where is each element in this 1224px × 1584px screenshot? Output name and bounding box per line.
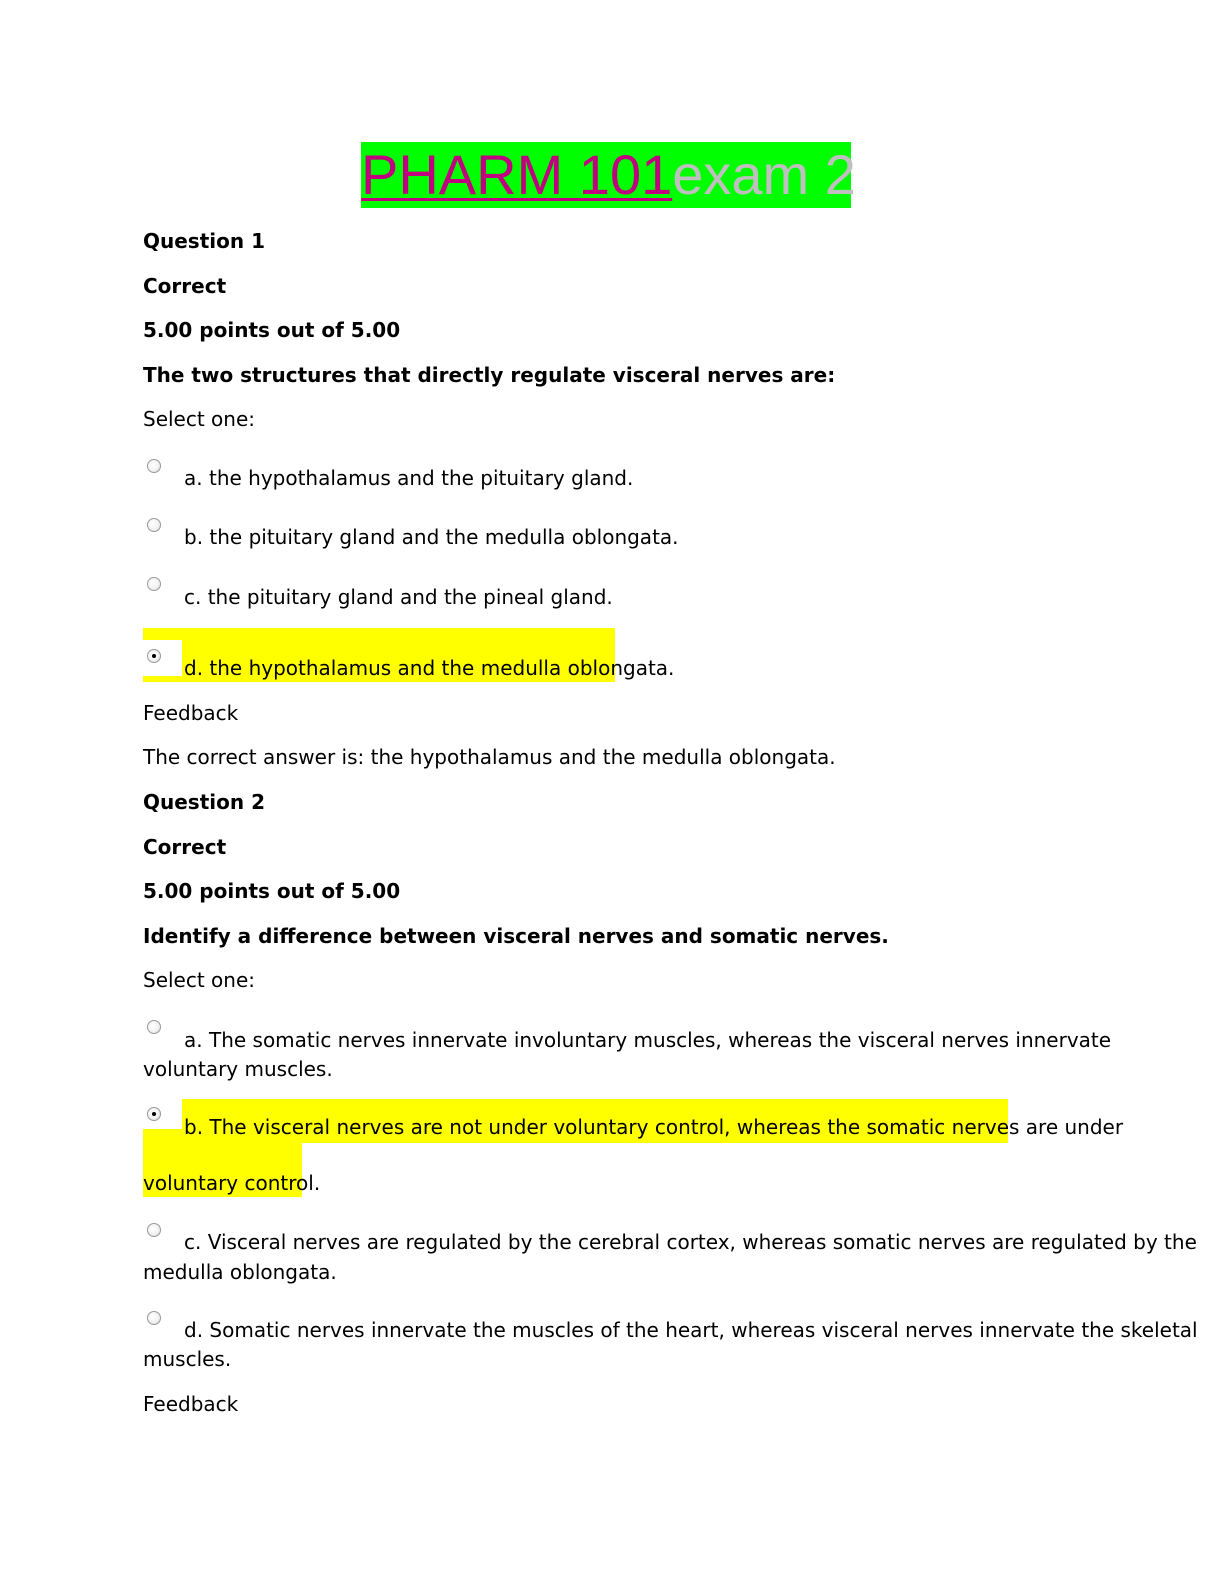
q1-option-b[interactable]: b. the pituitary gland and the medulla o… (184, 525, 679, 549)
q1-option-d-highlight (143, 628, 615, 682)
q1-status: Correct (143, 274, 227, 298)
q1-option-b-radio[interactable] (147, 518, 161, 532)
q2-option-d-line2[interactable]: muscles. (143, 1347, 232, 1371)
q2-option-a-line1[interactable]: a. The somatic nerves innervate involunt… (184, 1028, 1112, 1052)
q1-feedback-text: The correct answer is: the hypothalamus … (143, 745, 836, 769)
q1-option-a-radio[interactable] (147, 459, 161, 473)
q2-option-a-line2[interactable]: voluntary muscles. (143, 1057, 333, 1081)
q2-option-b-radio[interactable] (147, 1107, 161, 1121)
q1-option-c[interactable]: c. the pituitary gland and the pineal gl… (184, 585, 613, 609)
title-link[interactable]: PHARM 101 (361, 143, 673, 206)
q2-prompt: Identify a difference between visceral n… (143, 924, 889, 948)
title-subtitle: exam 2 (672, 143, 856, 206)
q1-option-c-radio[interactable] (147, 577, 161, 591)
q2-option-d-line1[interactable]: d. Somatic nerves innervate the muscles … (184, 1318, 1198, 1342)
q2-heading: Question 2 (143, 790, 265, 814)
q2-option-b-highlight-line2 (143, 1143, 302, 1197)
q2-option-c-radio[interactable] (147, 1223, 161, 1237)
document-title: PHARM 101exam 2 (361, 142, 856, 208)
q2-option-b-line1[interactable]: b. The visceral nerves are not under vol… (184, 1115, 1124, 1139)
q2-option-c-line2[interactable]: medulla oblongata. (143, 1260, 337, 1284)
q2-option-b-line2[interactable]: voluntary control. (143, 1171, 321, 1195)
q1-select-one: Select one: (143, 407, 256, 431)
q2-option-c-line1[interactable]: c. Visceral nerves are regulated by the … (184, 1230, 1197, 1254)
q2-option-d-radio[interactable] (147, 1311, 161, 1325)
q1-option-d[interactable]: d. the hypothalamus and the medulla oblo… (184, 656, 675, 680)
q2-status: Correct (143, 835, 227, 859)
q2-select-one: Select one: (143, 968, 256, 992)
q1-prompt: The two structures that directly regulat… (143, 363, 836, 387)
q2-option-a-radio[interactable] (147, 1020, 161, 1034)
q2-feedback-label: Feedback (143, 1392, 239, 1416)
q1-feedback-label: Feedback (143, 701, 239, 725)
q1-option-d-radio[interactable] (147, 649, 161, 663)
q2-option-b-highlight-line1 (182, 1099, 1008, 1143)
q2-points: 5.00 points out of 5.00 (143, 879, 401, 903)
q1-points: 5.00 points out of 5.00 (143, 318, 401, 342)
q2-option-b-highlight-edge (143, 1129, 182, 1143)
q1-option-a[interactable]: a. the hypothalamus and the pituitary gl… (184, 466, 634, 490)
q1-heading: Question 1 (143, 229, 265, 253)
